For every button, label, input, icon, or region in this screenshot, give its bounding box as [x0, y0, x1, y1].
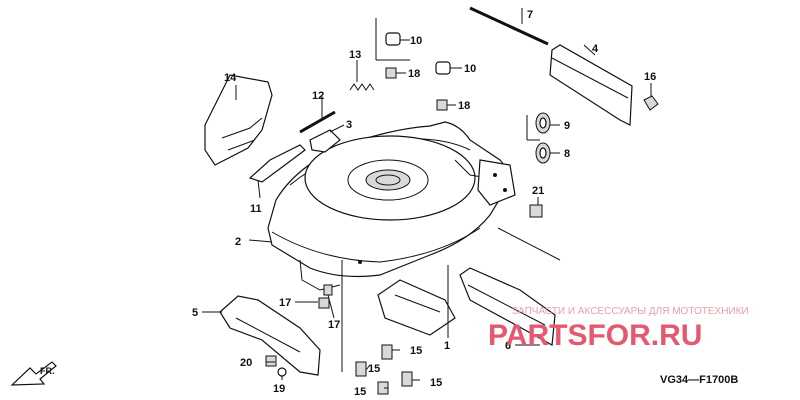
callout-7: 7: [527, 9, 533, 21]
skirt-part: [219, 295, 321, 376]
callout-17-b: 17: [328, 319, 340, 331]
blade-part: [377, 279, 456, 336]
deflector-part: [459, 267, 556, 346]
callout-13: 13: [349, 49, 361, 61]
callout-15-c: 15: [354, 386, 366, 398]
mower-deck-housing: [267, 121, 516, 291]
callout-15-a: 15: [410, 345, 422, 357]
guard-bracket-part: [248, 129, 341, 183]
direction-label: FR.: [40, 366, 55, 376]
callout-5: 5: [192, 307, 198, 319]
callout-11: 11: [250, 203, 262, 215]
callout-3: 3: [346, 119, 352, 131]
watermark: ЗАПЧАСТИ И АКСЕССУАРЫ ДЛЯ МОТОТЕХНИКИ PA…: [488, 306, 749, 352]
callout-17-a: 17: [279, 297, 291, 309]
callout-20: 20: [240, 357, 252, 369]
callout-4: 4: [592, 43, 599, 55]
pin-part: [299, 110, 336, 134]
shaft-part: [469, 6, 549, 46]
front-direction-arrow: FR.: [10, 361, 57, 386]
diagram-code: VG34—F1700B: [660, 374, 738, 386]
callout-14: 14: [224, 72, 237, 84]
callout-1: 1: [444, 340, 450, 352]
callout-10-upper: 10: [410, 35, 422, 47]
callout-15-d: 15: [430, 377, 442, 389]
cap-parts: [385, 32, 451, 75]
rear-guard-part: [204, 74, 273, 166]
callout-6: 6: [505, 340, 511, 352]
callout-12: 12: [312, 90, 324, 102]
callout-2: 2: [235, 236, 241, 248]
callout-19: 19: [273, 383, 285, 395]
callout-16: 16: [644, 71, 656, 83]
watermark-line1: ЗАПЧАСТИ И АКСЕССУАРЫ ДЛЯ МОТОТЕХНИКИ: [512, 306, 749, 317]
plate-part: [549, 44, 633, 126]
callout-8: 8: [564, 148, 570, 160]
callout-labels: 1 2 3 4 5 6 7 8 9 10 10 11 12 13 14 15 1…: [192, 9, 656, 398]
callout-15-b: 15: [368, 363, 380, 375]
callout-21: 21: [532, 185, 544, 197]
grommet-parts: [535, 112, 551, 164]
callout-18-a: 18: [408, 68, 420, 80]
callout-9: 9: [564, 120, 570, 132]
fastener-parts: [265, 67, 659, 395]
spring-part: [349, 83, 375, 91]
leader-lines: [202, 8, 652, 389]
callout-18-b: 18: [458, 100, 470, 112]
watermark-line2: PARTSFOR.RU: [488, 319, 702, 352]
callout-10-lower: 10: [464, 63, 476, 75]
